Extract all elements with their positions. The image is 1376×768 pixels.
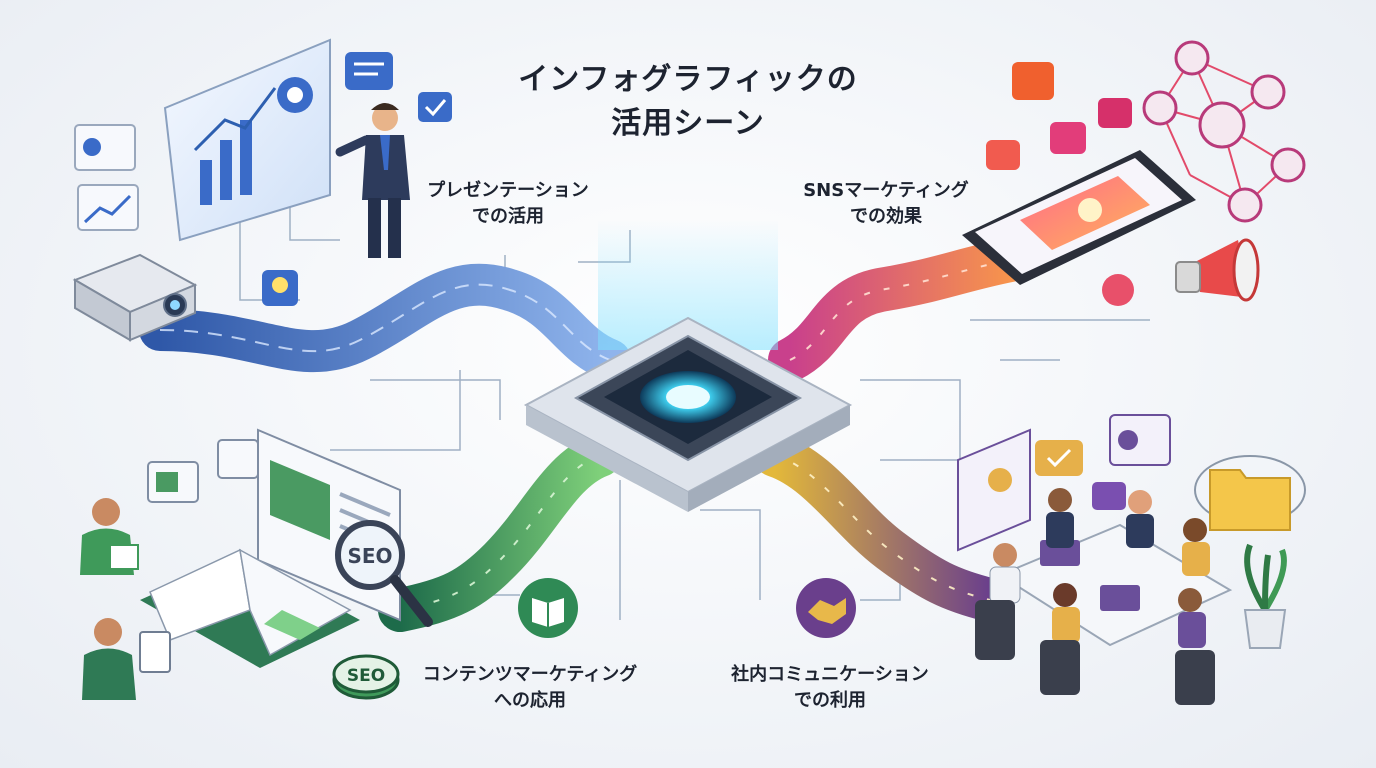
megaphone-icon [1175, 238, 1260, 302]
internal-label-line-2: での利用 [794, 690, 866, 711]
title-line-1: インフォグラフィックの [518, 62, 858, 97]
seo-coin-label: SEO [347, 666, 385, 686]
plant-icon [1243, 543, 1287, 649]
reader-person-icon [80, 498, 171, 700]
sns-label-line-2: での効果 [850, 206, 922, 227]
sns-scene-label: SNSマーケティング での効果 [756, 178, 1016, 230]
internal-label-line-1: 社内コミュニケーション [731, 664, 929, 685]
profile-badge-icon [1102, 274, 1134, 306]
hub-device-icon [523, 220, 853, 512]
title-line-2: 活用シーン [611, 106, 765, 141]
side-panels [74, 124, 139, 231]
content-scene-label: コンテンツマーケティング への応用 [400, 662, 660, 714]
content-label-line-2: への応用 [494, 690, 566, 711]
reaction-bubbles [986, 62, 1132, 170]
meeting-icon [975, 488, 1233, 705]
internal-scene-label: 社内コミュニケーション での利用 [700, 662, 960, 714]
avatar-nodes [1142, 40, 1306, 223]
presentation-label-line-1: プレゼンテーション [427, 180, 589, 201]
presenter-icon [335, 103, 410, 258]
page-title: インフォグラフィックの 活用シーン [488, 58, 888, 146]
content-stream [378, 433, 622, 632]
speech-bubble-icons [262, 52, 452, 306]
magnifier-icon: SEO [335, 520, 433, 627]
content-stream-badge-icon [518, 578, 578, 638]
smartphone-icon [962, 150, 1196, 285]
chart-screen-icon [163, 38, 331, 242]
cloud-folder-icon [1194, 455, 1306, 531]
projector-icon [72, 253, 198, 342]
dashboard-panel-icon [957, 414, 1171, 552]
handshake-icon [796, 578, 856, 638]
content-label-line-1: コンテンツマーケティング [422, 664, 638, 685]
sns-label-line-1: SNSマーケティング [803, 180, 969, 201]
book-icon [140, 548, 360, 668]
seo-coin-icon: SEO [332, 654, 400, 700]
sns-stream [768, 238, 1032, 382]
presentation-stream [139, 263, 631, 381]
seo-lens-label: SEO [347, 544, 392, 568]
internal-stream [753, 433, 1012, 622]
presentation-scene-label: プレゼンテーション での活用 [378, 178, 638, 230]
presentation-label-line-2: での活用 [472, 206, 544, 227]
